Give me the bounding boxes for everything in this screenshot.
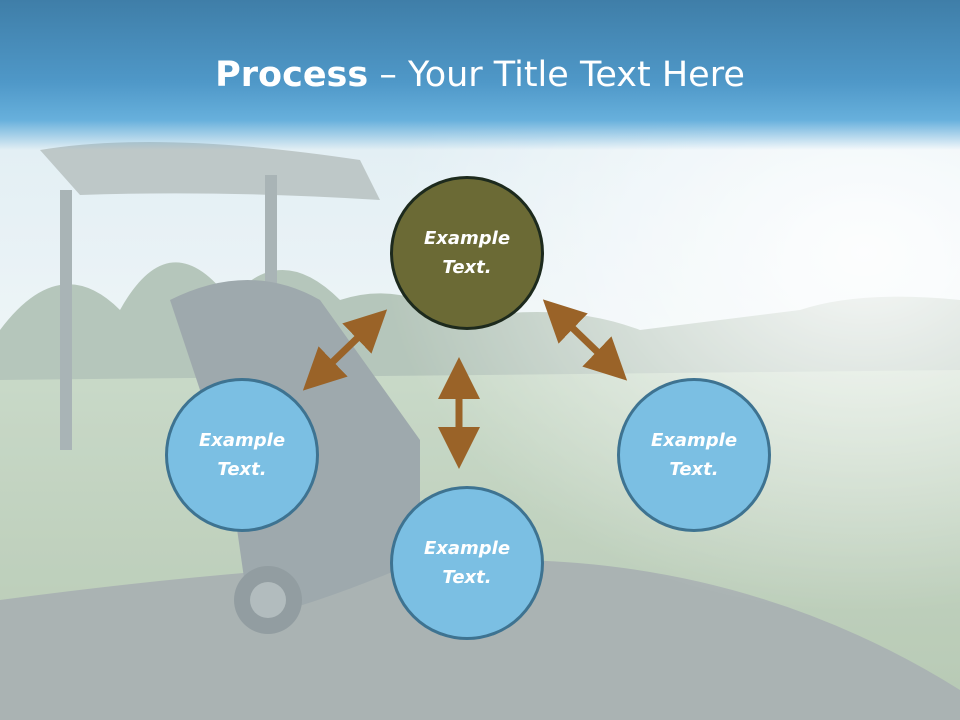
node-top-label: Example Text. xyxy=(402,224,532,282)
title-bold: Process xyxy=(215,55,369,95)
arrow-top-right xyxy=(542,299,628,381)
node-bottom-label: Example Text. xyxy=(402,534,532,592)
node-bottom[interactable]: Example Text. xyxy=(390,486,544,640)
node-right-line1: Example xyxy=(650,430,738,451)
node-top-line1: Example xyxy=(423,228,511,249)
node-bottom-line2: Text. xyxy=(442,567,492,588)
node-right[interactable]: Example Text. xyxy=(617,378,771,532)
node-right-line2: Text. xyxy=(669,459,719,480)
node-left-line1: Example xyxy=(198,430,286,451)
node-top[interactable]: Example Text. xyxy=(390,176,544,330)
node-bottom-line1: Example xyxy=(423,538,511,559)
node-left-label: Example Text. xyxy=(177,426,307,484)
node-right-label: Example Text. xyxy=(629,426,759,484)
arrow-top-left xyxy=(302,309,388,391)
node-left[interactable]: Example Text. xyxy=(165,378,319,532)
title-rest: – Your Title Text Here xyxy=(368,55,745,95)
node-top-line2: Text. xyxy=(442,257,492,278)
node-left-line2: Text. xyxy=(217,459,267,480)
title-band xyxy=(0,0,960,150)
slide-title[interactable]: Process – Your Title Text Here xyxy=(0,52,960,98)
